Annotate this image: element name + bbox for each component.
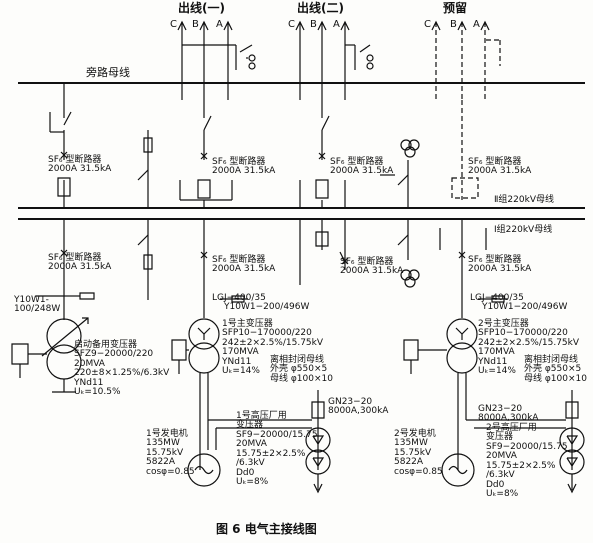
reserved-line — [436, 22, 500, 200]
bus-1-label: Ⅰ组220kV母线 — [494, 225, 553, 235]
arrester-label-1: Y10W1−200/496W — [224, 302, 310, 312]
main-transformer-2-symbol — [404, 319, 477, 374]
generator-1-symbol — [188, 454, 220, 486]
phase-b-label-3: B — [450, 19, 457, 30]
standby-transformer-label: 启动备用变压器 SFZ9−20000/220 20MVA 220±8×1.25%… — [74, 340, 170, 398]
main-transformer-2-label: 2号主变压器 SFP10−170000/220 242±2×2.5%/15.75… — [478, 319, 580, 377]
aux-transformer-1-symbol — [306, 428, 330, 492]
main-transformer-1-label: 1号主变压器 SFP10−170000/220 242±2×2.5%/15.75… — [222, 319, 324, 377]
bus-2-label: Ⅱ组220kV母线 — [494, 195, 554, 205]
phase-b-label-1: B — [192, 19, 199, 30]
arrester-label-standby: Y10W1-100/248W — [14, 295, 61, 315]
outgoing-line-2-bay — [300, 100, 348, 285]
phase-c-label-2: C — [288, 19, 295, 30]
aux-transformer-2-symbol — [560, 428, 584, 492]
aux-transformer-2-label: 2号高压厂用 变压器 SF9−20000/15.75 20MVA 15.75±2… — [486, 423, 568, 500]
phase-a-label-2: A — [333, 19, 340, 30]
main-transformer-1-symbol — [172, 319, 219, 374]
outgoing-line-1 — [178, 22, 255, 100]
generator-1-label: 1号发电机 135MW 15.75kV 5822A cosφ=0.85 — [146, 429, 195, 477]
outgoing-line-2-title: 出线(二) — [297, 1, 344, 15]
reserved-title: 预留 — [443, 1, 468, 15]
phase-a-label-1: A — [216, 19, 223, 30]
standby-bay — [36, 83, 94, 320]
bypass-bus-label: 旁路母线 — [86, 66, 130, 79]
generator-2-symbol — [442, 454, 474, 486]
generator-2-label: 2号发电机 135MW 15.75kV 5822A cosφ=0.85 — [394, 429, 443, 477]
ct-label-2: LGJ−400/35 — [470, 293, 524, 303]
busbar-duct-1 — [200, 373, 324, 470]
phase-b-label-2: B — [310, 19, 317, 30]
bypass-switch-column — [138, 130, 152, 300]
busbar-duct-label-2: 离相封闭母线 外壳 φ550×5 母线 φ100×10 — [524, 355, 587, 384]
disconnector-label-1: GN23−20 8000A,300kA — [328, 397, 389, 417]
phase-a-label-3: A — [473, 19, 480, 30]
voltage-transformer-column — [380, 140, 419, 287]
ct-label-1: LGJ−400/35 — [212, 293, 266, 303]
main-transformer-2-bay — [440, 219, 508, 318]
aux-transformer-1-label: 1号高压厂用 变压器 SF9−20000/15.75 20MVA 15.75±2… — [236, 411, 318, 488]
busbar-duct-label-1: 离相封闭母线 外壳 φ550×5 母线 φ100×10 — [270, 355, 333, 384]
main-transformer-1-bay — [180, 100, 248, 318]
outgoing-line-2 — [296, 22, 373, 100]
figure-caption: 图 6 电气主接线图 — [216, 522, 317, 536]
phase-c-label-1: C — [170, 19, 177, 30]
disconnector-label-2: GN23−20 8000A,300kA — [478, 404, 539, 424]
arrester-label-2: Y10W1−200/496W — [482, 302, 568, 312]
phase-c-label-3: C — [424, 19, 431, 30]
outgoing-line-1-title: 出线(一) — [178, 1, 225, 15]
standby-transformer-symbol — [12, 318, 88, 392]
